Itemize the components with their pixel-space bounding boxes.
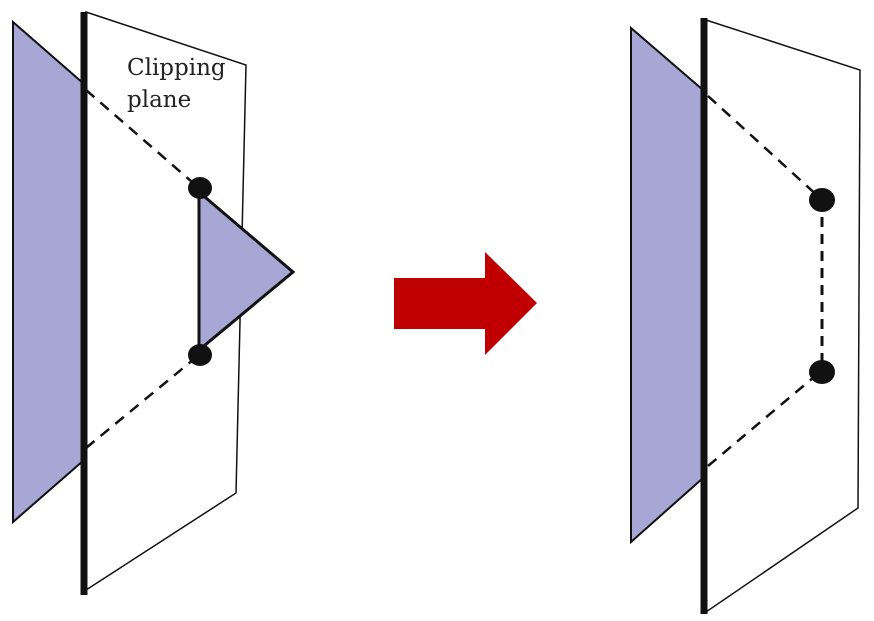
right-clipping-plane	[705, 18, 861, 614]
left-hidden-edge-bottom	[85, 354, 200, 449]
right-hidden-edge-top	[707, 95, 821, 199]
before-clipping-panel: Clipping plane	[12, 10, 296, 595]
left-hidden-edge-top	[85, 89, 200, 189]
clipping-plane-label: Clipping plane	[127, 55, 233, 113]
right-polygon-visible-part	[630, 25, 704, 545]
left-polygon-visible-part	[12, 19, 85, 525]
right-hidden-edge-bottom	[707, 371, 821, 467]
after-clipping-panel	[630, 18, 861, 614]
right-intersection-point-top	[809, 188, 835, 212]
left-intersection-point-top	[188, 177, 212, 199]
right-intersection-point-bottom	[809, 360, 835, 384]
right-arrow-icon	[394, 252, 537, 355]
left-clipped-triangle	[197, 188, 296, 354]
left-intersection-point-bottom	[188, 344, 212, 366]
clipping-plane-label-line1: Clipping	[127, 55, 226, 81]
clipping-plane-label-line2: plane	[127, 87, 191, 113]
